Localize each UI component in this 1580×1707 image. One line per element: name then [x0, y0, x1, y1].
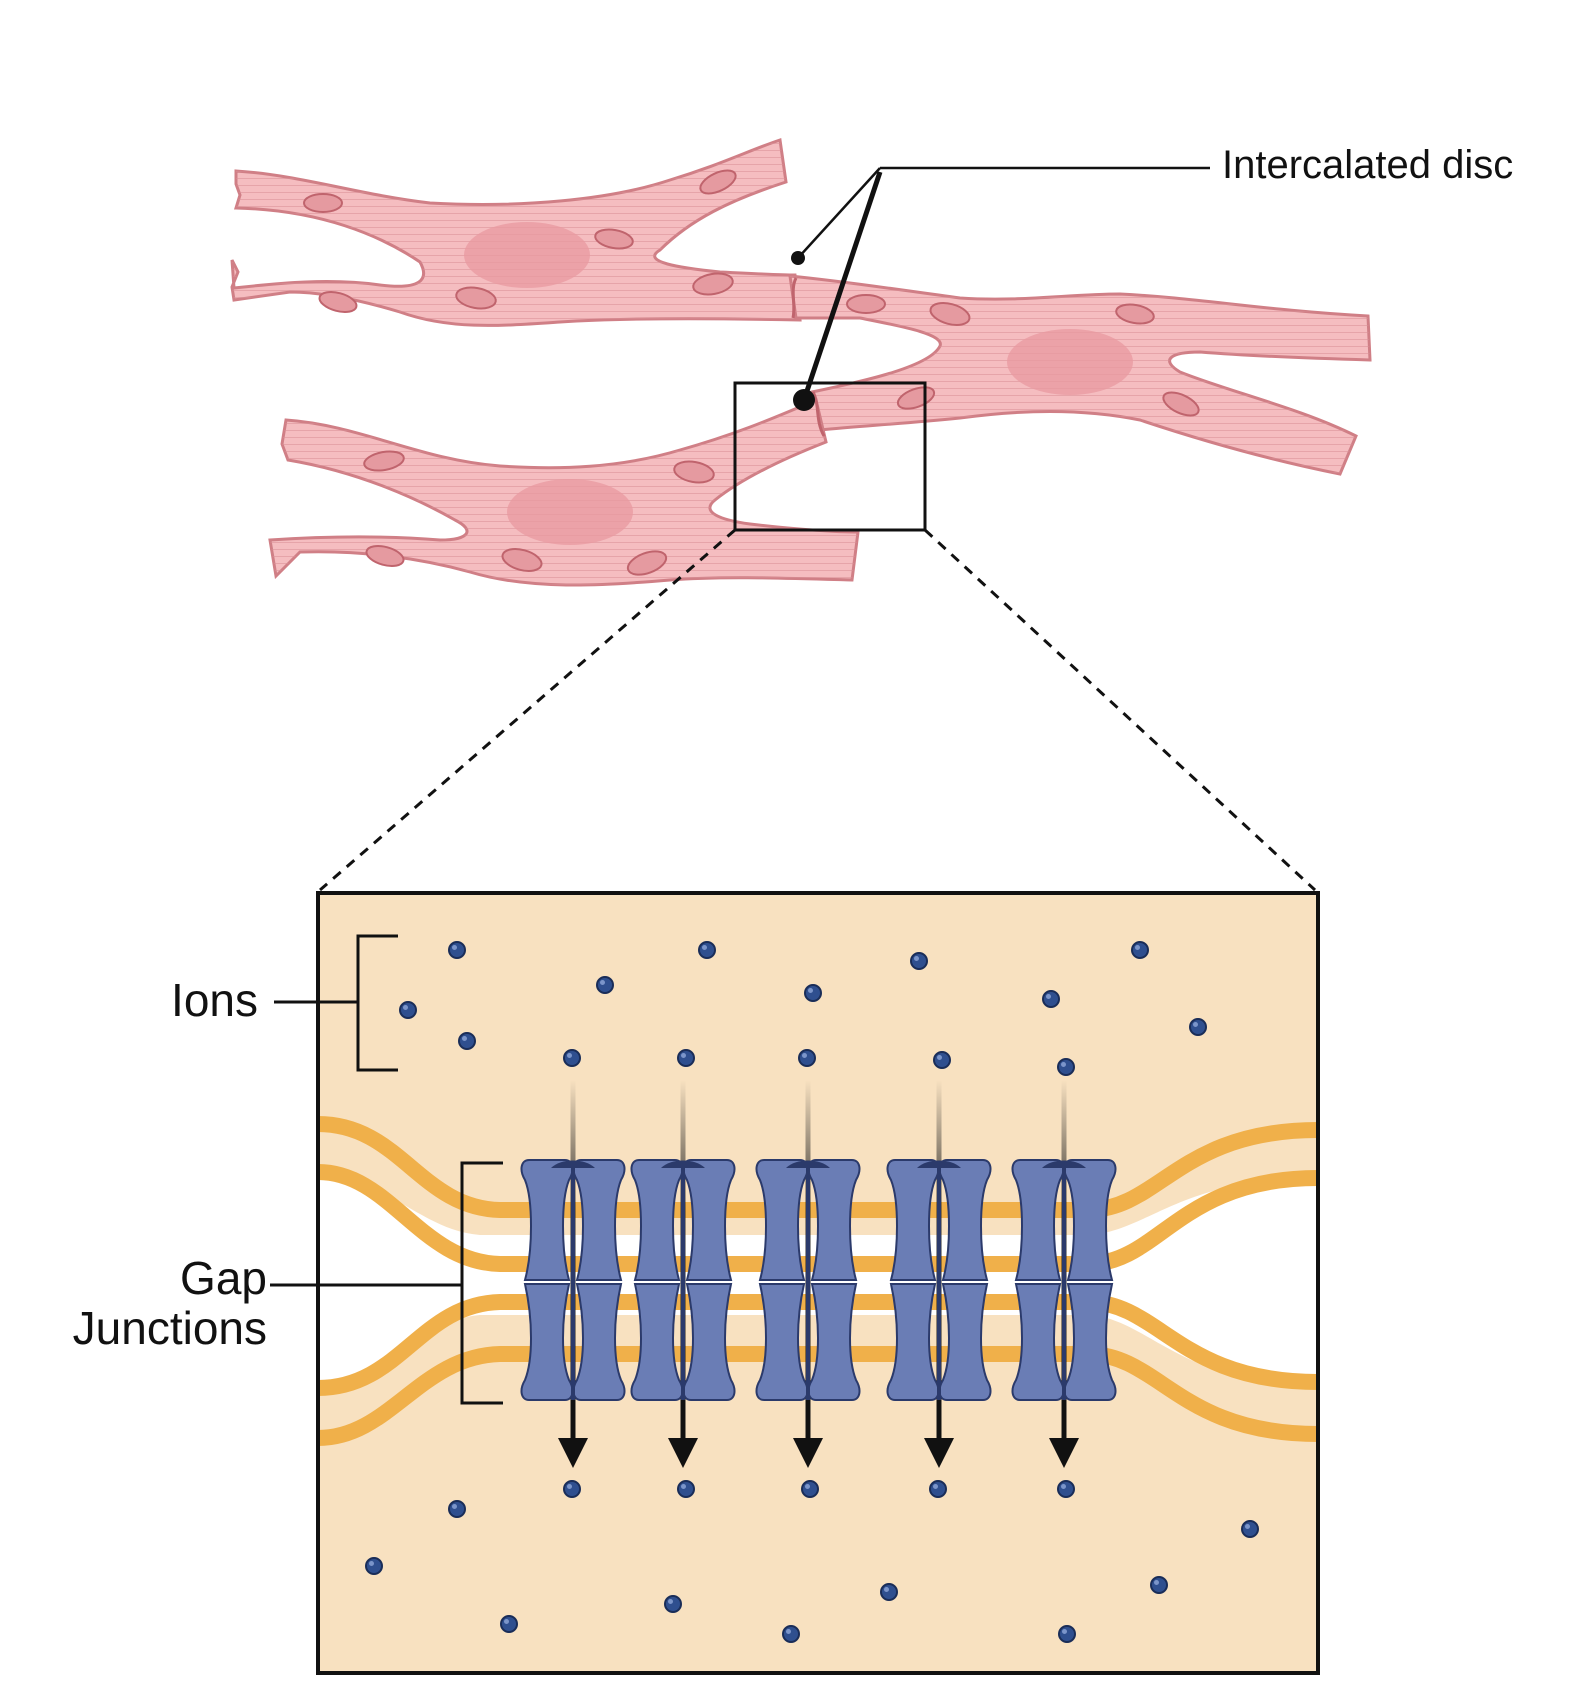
mitochondrion-icon	[501, 548, 543, 572]
mitochondrion-icon	[626, 550, 668, 576]
nucleus-icon	[1007, 329, 1133, 395]
magnification-box	[733, 381, 927, 532]
cardiomyocyte-icon	[268, 397, 860, 587]
ion-dot-icon	[448, 941, 466, 959]
ion-dot-icon	[677, 1049, 695, 1067]
gap-junctions-callout: Gap Junctions	[73, 1161, 503, 1405]
ion-dot-icon	[1150, 1576, 1168, 1594]
ions-group	[365, 941, 1259, 1643]
mitochondrion-icon	[455, 286, 497, 310]
gap-junction-channels	[520, 1080, 1117, 1468]
connexon-channel-icon	[520, 1080, 626, 1468]
ion-dot-icon	[677, 1480, 695, 1498]
ions-label: Ions	[171, 974, 258, 1026]
ion-dot-icon	[798, 1049, 816, 1067]
nucleus-icon	[507, 479, 633, 545]
arrow-down-icon	[558, 1438, 588, 1468]
mitochondrion-icon	[363, 450, 405, 472]
arrow-down-icon	[793, 1438, 823, 1468]
mitochondrion-icon	[318, 291, 358, 313]
pointer-dot	[791, 251, 805, 265]
mitochondrion-icon	[1115, 303, 1155, 325]
arrow-down-icon	[924, 1438, 954, 1468]
mitochondrion-icon	[594, 228, 634, 250]
ion-dot-icon	[1189, 1018, 1207, 1036]
ion-dot-icon	[365, 1557, 383, 1575]
ion-dot-icon	[664, 1595, 682, 1613]
ion-dot-icon	[563, 1049, 581, 1067]
connexon-channel-icon	[630, 1080, 736, 1468]
connexon-channel-icon	[1011, 1080, 1117, 1468]
arrow-down-icon	[668, 1438, 698, 1468]
ion-dot-icon	[929, 1480, 947, 1498]
pointer-dot	[793, 389, 815, 411]
mitochondrion-icon	[365, 545, 405, 567]
zoom-panel	[316, 891, 1320, 1675]
mitochondrion-icon	[699, 169, 737, 195]
cardiomyocyte-icon	[788, 274, 1372, 476]
mitochondrion-icon	[303, 193, 343, 213]
ion-dot-icon	[1042, 990, 1060, 1008]
ion-dot-icon	[1058, 1625, 1076, 1643]
ion-dot-icon	[1057, 1480, 1075, 1498]
mitochondrion-icon	[929, 302, 971, 326]
zoom-guide-line	[319, 528, 736, 892]
intercalated-disc-label: Intercalated disc	[1222, 143, 1513, 187]
ion-dot-icon	[801, 1480, 819, 1498]
ion-dot-icon	[782, 1625, 800, 1643]
ion-dot-icon	[596, 976, 614, 994]
nucleus-icon	[464, 222, 590, 288]
gap-junctions-label-line1: Gap	[180, 1252, 267, 1304]
ion-dot-icon	[1131, 941, 1149, 959]
intercalated-disc-callout: Intercalated disc	[791, 143, 1513, 411]
ion-dot-icon	[458, 1032, 476, 1050]
mitochondrion-icon	[692, 272, 734, 296]
ion-dot-icon	[399, 1001, 417, 1019]
arrow-down-icon	[1049, 1438, 1079, 1468]
ion-dot-icon	[500, 1615, 518, 1633]
mitochondrion-icon	[673, 460, 715, 484]
ions-callout: Ions	[171, 934, 398, 1072]
mitochondrion-icon	[1162, 391, 1200, 417]
cardiomyocyte-icon	[230, 138, 802, 327]
intercalated-disc-line	[791, 277, 798, 319]
ion-dot-icon	[880, 1583, 898, 1601]
ion-dot-icon	[698, 941, 716, 959]
ion-dot-icon	[1057, 1058, 1075, 1076]
ion-dot-icon	[563, 1480, 581, 1498]
gap-junctions-label-line2: Junctions	[73, 1302, 267, 1354]
ion-dot-icon	[1241, 1520, 1259, 1538]
ion-dot-icon	[448, 1500, 466, 1518]
mitochondrion-icon	[846, 294, 886, 314]
intercellular-space	[318, 1178, 1318, 1385]
ion-dot-icon	[933, 1051, 951, 1069]
ion-dot-icon	[804, 984, 822, 1002]
gap-junctions-bracket	[460, 1161, 503, 1405]
cardiomyocytes-group	[230, 138, 1372, 587]
connexon-channel-icon	[886, 1080, 992, 1468]
ion-dot-icon	[910, 952, 928, 970]
zoom-guide-line	[923, 528, 1317, 892]
intercalated-disc-line	[811, 391, 826, 437]
connexon-channel-icon	[755, 1080, 861, 1468]
